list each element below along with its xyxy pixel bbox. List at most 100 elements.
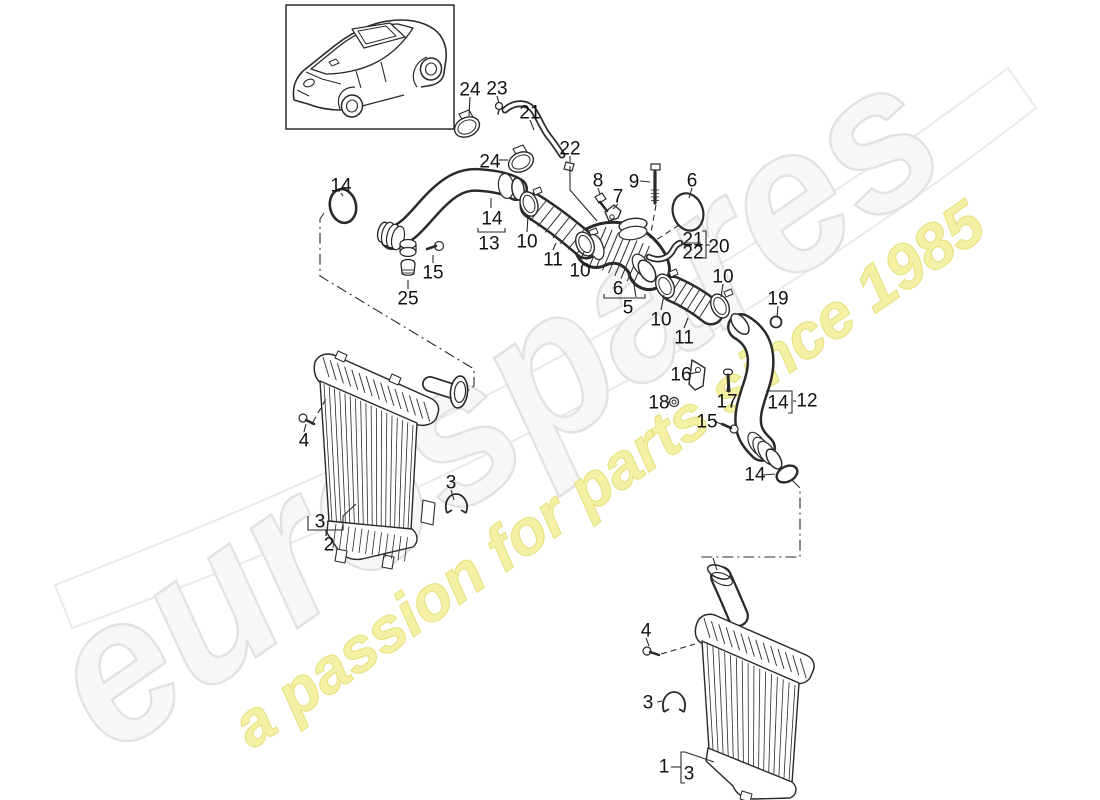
clamp-10	[709, 293, 731, 319]
rib-line	[358, 528, 363, 553]
leader-line	[688, 187, 693, 199]
rib-line	[799, 658, 807, 679]
part-label-14: 14	[481, 209, 503, 230]
grommet-23	[494, 101, 504, 111]
bolt-8-head	[594, 192, 607, 204]
rib-line	[755, 639, 763, 660]
fin-line	[730, 654, 734, 759]
bracket-16	[688, 359, 706, 391]
rib-line	[329, 360, 337, 381]
watermark-brand-text: eurospares	[6, 16, 981, 794]
intercooler-left-tab	[388, 373, 402, 386]
part-label-5: 5	[623, 298, 634, 319]
part-label-10: 10	[516, 232, 537, 253]
o-ring-19	[769, 315, 783, 329]
part-label-20: 20	[708, 237, 729, 258]
washer-18	[671, 399, 677, 405]
part-label-22: 22	[682, 243, 703, 264]
part-label-6: 6	[613, 279, 624, 300]
rib-line	[560, 223, 577, 245]
leader-line	[788, 390, 793, 414]
leader-line	[569, 166, 598, 222]
part-label-21: 21	[682, 230, 703, 251]
rib-line	[601, 232, 619, 271]
rib-line	[378, 532, 382, 557]
fin-line	[778, 679, 784, 777]
fin-line	[365, 403, 369, 526]
leader-line	[680, 751, 685, 784]
leader-line	[632, 278, 637, 298]
watermark-layer: eurospares a passion for parts since 198…	[5, 14, 1038, 795]
rib-line	[416, 398, 424, 419]
part-label-10: 10	[650, 310, 671, 331]
part-label-3: 3	[643, 693, 654, 714]
fin-line	[360, 400, 364, 525]
rib-line	[691, 292, 707, 316]
construction-line	[649, 204, 657, 239]
fin-line	[323, 383, 333, 523]
tube-core	[647, 241, 682, 261]
o-ring-6	[671, 192, 705, 232]
rib-line	[733, 630, 741, 651]
rib-line	[358, 372, 366, 394]
rib-line	[332, 523, 337, 549]
car-front	[293, 99, 344, 111]
tube-core	[503, 102, 564, 157]
leader-line	[684, 751, 715, 763]
intercooler-right-top-tank	[694, 613, 815, 685]
construction-line	[699, 479, 801, 558]
tube-core	[712, 568, 747, 625]
sensor-7	[604, 204, 622, 222]
rib-line	[380, 382, 388, 403]
clamp-10-tab	[723, 288, 734, 298]
clamp-10	[522, 194, 536, 214]
fin-line	[783, 682, 790, 779]
leader-line	[303, 423, 307, 433]
car-details	[296, 61, 387, 97]
clamp-10-tab	[532, 186, 543, 196]
clip-3	[444, 493, 468, 514]
fin-line	[741, 660, 744, 763]
intercooler-left-foot	[381, 554, 395, 570]
part-label-1: 1	[659, 757, 670, 778]
fin-line	[768, 674, 772, 773]
leader-line	[603, 294, 646, 299]
construction-line	[660, 643, 696, 655]
car-headlight	[303, 78, 315, 88]
leader-line	[552, 242, 557, 251]
part-label-24: 24	[479, 152, 501, 173]
part-label-13: 13	[478, 234, 499, 255]
rib-line	[344, 366, 352, 387]
leader-line	[683, 317, 689, 329]
rib-line	[322, 356, 330, 378]
rib-line	[365, 529, 369, 555]
fin-line	[763, 671, 767, 771]
rib-line	[725, 627, 733, 648]
rib-line	[339, 525, 343, 550]
part-label-10: 10	[569, 261, 590, 282]
leader-line	[713, 420, 722, 425]
fin-line	[724, 652, 729, 757]
bolt-shaft	[425, 244, 438, 251]
fin-line	[758, 668, 761, 769]
car-body	[292, 19, 448, 101]
part-label-16: 16	[670, 365, 691, 386]
leader-line	[712, 557, 718, 571]
car-sill	[361, 94, 405, 107]
o-ring-14	[775, 464, 799, 484]
fin-line	[718, 649, 724, 755]
rib-line	[614, 237, 632, 276]
rib-line	[537, 206, 554, 228]
rib-line	[387, 385, 395, 406]
rib-line	[351, 369, 359, 390]
rib-line	[401, 392, 409, 413]
leader-line	[612, 203, 619, 210]
fin-line	[355, 398, 360, 525]
leader-line	[762, 473, 776, 476]
part-label-3: 3	[684, 764, 695, 785]
part-label-4: 4	[299, 431, 310, 452]
leader-line	[720, 283, 724, 298]
port-stub	[399, 246, 417, 258]
